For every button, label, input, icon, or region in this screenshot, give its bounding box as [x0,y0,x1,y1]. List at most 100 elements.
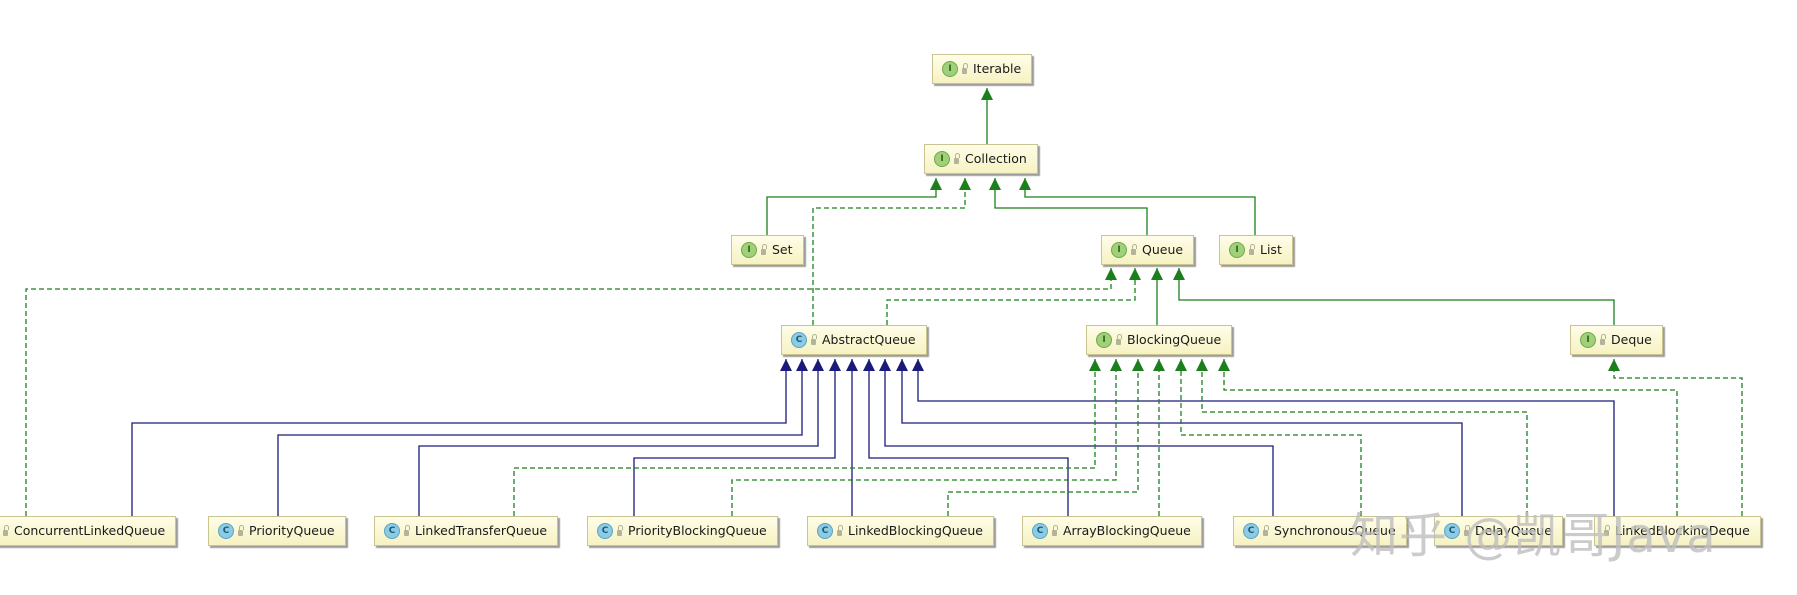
lock-icon [761,244,767,255]
lock-icon [1600,334,1606,345]
node-label: Iterable [973,60,1022,76]
arrowhead [1129,268,1141,280]
arrowhead [1175,359,1187,371]
node-collection[interactable]: I Collection [924,144,1038,174]
node-label: SynchronousQueue [1274,522,1396,538]
arrowhead [780,359,792,371]
node-label: List [1260,241,1282,257]
lock-icon [404,525,410,536]
node-array-blocking-queue[interactable]: C ArrayBlockingQueue [1022,516,1202,546]
arrowhead [1173,268,1185,280]
arrowhead [1151,268,1163,280]
interface-icon: I [1580,332,1596,348]
node-linked-blocking-deque[interactable]: LinkedBlockingDeque [1594,516,1761,546]
interface-icon: I [741,242,757,258]
edge-synchronous_queue-to-abstract_queue [884,359,1274,516]
arrowhead [1608,359,1620,371]
arrowhead [1105,268,1117,280]
node-label: Collection [965,150,1027,166]
edge-priority_blocking_queue-to-abstract_queue [633,359,836,516]
edge-linked_blocking_queue-to-blocking_queue [947,359,1139,516]
lock-icon [837,525,843,536]
edge-priority_blocking_queue-to-blocking_queue [731,359,1117,516]
arrowhead [1089,359,1101,371]
class-icon: C [1032,523,1048,539]
class-icon: C [597,523,613,539]
arrowhead [981,88,993,100]
interface-icon: I [1096,332,1112,348]
interface-icon: I [934,151,950,167]
node-label: PriorityQueue [249,522,335,538]
edge-linked_transfer_queue-to-blocking_queue [513,359,1096,516]
arrowhead [1153,359,1165,371]
class-icon: C [817,523,833,539]
edge-array_blocking_queue-to-abstract_queue [868,359,1069,516]
node-delay-queue[interactable]: C DelayQueue [1434,516,1563,546]
node-set[interactable]: I Set [731,235,804,265]
arrowhead [1110,359,1122,371]
arrowhead [863,359,875,371]
arrowhead [1019,178,1031,190]
node-blocking-queue[interactable]: I BlockingQueue [1086,325,1233,355]
edge-concurrent_linked_queue-to-queue [25,268,1112,516]
edge-delay_queue-to-abstract_queue [901,359,1463,516]
node-label: PriorityBlockingQueue [628,522,767,538]
class-icon: C [218,523,234,539]
interface-icon: I [942,61,958,77]
watermark: 知乎 @凯哥Java [1350,508,1717,564]
arrowhead [1196,359,1208,371]
node-label: LinkedBlockingQueue [848,522,983,538]
arrowhead [912,359,924,371]
lock-icon [1464,525,1470,536]
class-icon: C [1444,523,1460,539]
edge-list-to-collection [1024,178,1256,235]
arrowhead [846,359,858,371]
lock-icon [954,153,960,164]
edge-priority_queue-to-abstract_queue [277,359,803,516]
arrowhead [989,178,1001,190]
lock-icon [617,525,623,536]
edge-abstract_queue-to-collection [812,178,966,325]
lock-icon [1604,525,1610,536]
arrowhead [959,178,971,190]
node-label: Deque [1611,331,1652,347]
node-priority-queue[interactable]: C PriorityQueue [208,516,346,546]
node-label: BlockingQueue [1127,331,1222,347]
lock-icon [1263,525,1269,536]
node-abstract-queue[interactable]: C AbstractQueue [781,325,927,355]
lock-icon [1116,334,1122,345]
node-synchronous-queue[interactable]: C SynchronousQueue [1233,516,1407,546]
edge-delay_queue-to-blocking_queue [1201,359,1528,516]
interface-icon: I [1111,242,1127,258]
lock-icon [1249,244,1255,255]
node-priority-blocking-queue[interactable]: C PriorityBlockingQueue [587,516,778,546]
class-icon: C [384,523,400,539]
edge-concurrent_linked_queue-to-abstract_queue [131,359,787,516]
node-concurrent-linked-queue[interactable]: ConcurrentLinkedQueue [0,516,177,546]
node-label: Queue [1142,241,1184,257]
edge-abstract_queue-to-queue [886,268,1136,325]
edge-queue-to-collection [994,178,1148,235]
node-linked-transfer-queue[interactable]: C LinkedTransferQueue [374,516,559,546]
node-queue[interactable]: I Queue [1101,235,1195,265]
node-label: ArrayBlockingQueue [1063,522,1191,538]
node-label: Set [772,241,793,257]
class-icon: C [791,332,807,348]
edge-deque-to-queue [1178,268,1615,325]
arrowhead [812,359,824,371]
node-label: LinkedBlockingDeque [1615,522,1750,538]
lock-icon [1052,525,1058,536]
class-icon: C [1243,523,1259,539]
node-deque[interactable]: I Deque [1570,325,1663,355]
node-label: LinkedTransferQueue [415,522,548,538]
lock-icon [3,525,9,536]
node-linked-blocking-queue[interactable]: C LinkedBlockingQueue [807,516,994,546]
node-list[interactable]: I List [1219,235,1293,265]
edge-set-to-collection [766,178,937,235]
lock-icon [1131,244,1137,255]
lock-icon [962,63,968,74]
node-label: ConcurrentLinkedQueue [14,522,166,538]
edge-linked_blocking_deque-to-deque [1613,359,1743,516]
node-iterable[interactable]: I Iterable [932,54,1033,84]
arrowhead [1218,359,1230,371]
